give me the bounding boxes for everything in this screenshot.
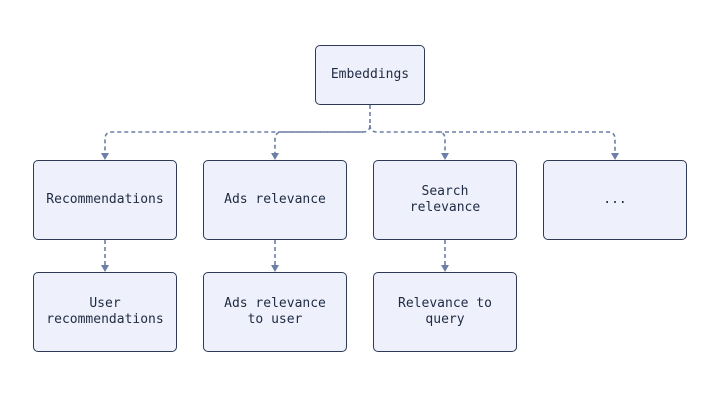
node-recommendations: Recommendations (33, 160, 177, 240)
node-user-recommendations: User recommendations (33, 272, 177, 352)
connector-to-search-relevance (369, 124, 446, 153)
node-ads-relevance-to-user: Ads relevance to user (203, 272, 347, 352)
arrowhead-ads-relevance (271, 153, 279, 160)
node-search-relevance: Search relevance (373, 160, 517, 240)
arrowhead-recommendations (101, 153, 109, 160)
node-relevance-to-query: Relevance to query (373, 272, 517, 352)
connector-to-recommendations (104, 105, 371, 153)
arrowhead-more (611, 153, 619, 160)
node-embeddings: Embeddings (315, 45, 425, 105)
connector-to-ads-relevance (274, 131, 363, 153)
node-more: ... (543, 160, 687, 240)
arrowhead-search-relevance (441, 153, 449, 160)
connector-to-more (438, 131, 616, 153)
node-ads-relevance: Ads relevance (203, 160, 347, 240)
arrowhead-ads-relevance-to-user (271, 265, 279, 272)
arrowhead-user-recommendations (101, 265, 109, 272)
arrowhead-relevance-to-query (441, 265, 449, 272)
